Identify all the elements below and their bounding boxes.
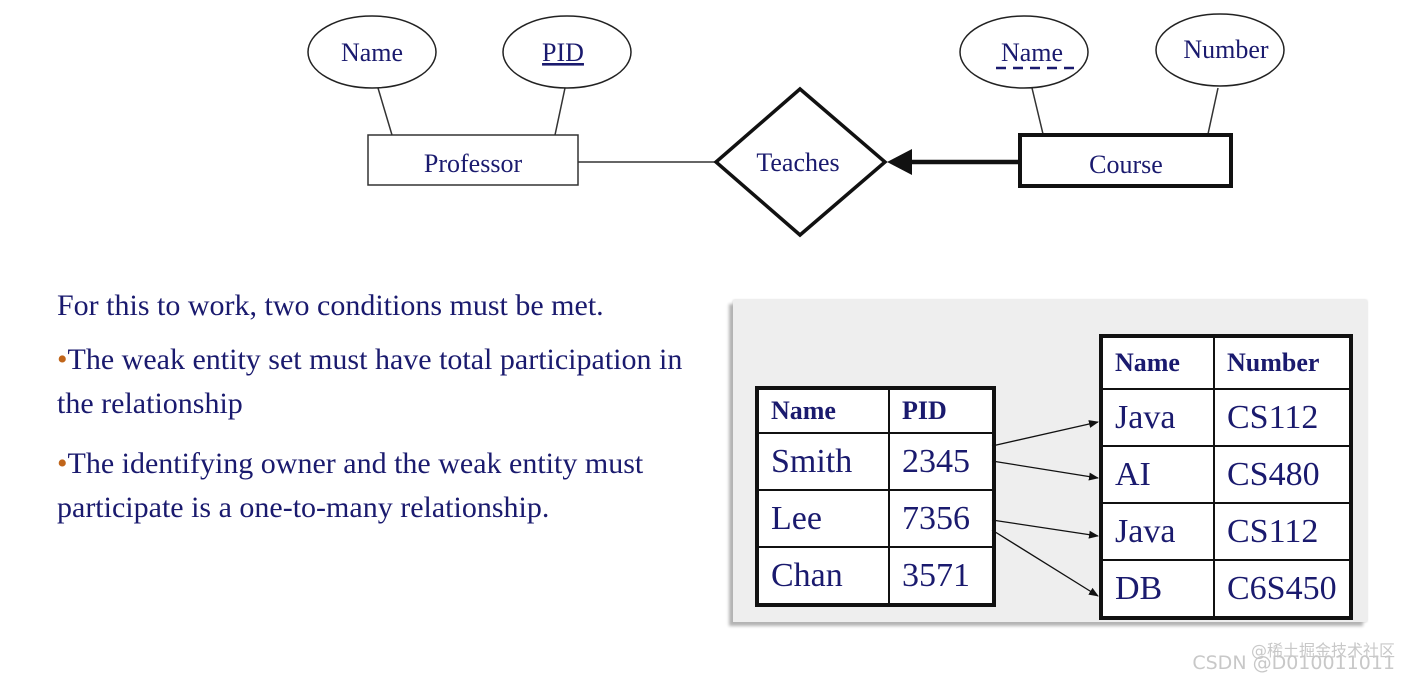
bullet-text: The identifying owner and the weak entit… bbox=[57, 447, 644, 524]
bullet-dot: • bbox=[57, 343, 68, 376]
table-cell: Chan bbox=[756, 546, 890, 606]
table-cell: Lee bbox=[756, 489, 890, 548]
entity-professor: Professor bbox=[367, 134, 579, 186]
attribute-professor-name: Name bbox=[307, 15, 437, 89]
table-cell: 3571 bbox=[888, 546, 995, 606]
column-header: Number bbox=[1213, 335, 1352, 390]
professor-name-link bbox=[377, 87, 393, 136]
course-number-link bbox=[1207, 87, 1219, 135]
pid-key-label: PID bbox=[542, 38, 584, 67]
watermark: CSDN @D010011011 bbox=[1192, 652, 1395, 674]
table-cell: CS112 bbox=[1213, 502, 1352, 561]
svg-text:Course: Course bbox=[1089, 150, 1163, 179]
er-diagram: Name PID Name Number Professor Teaches C… bbox=[307, 13, 1285, 238]
attribute-professor-pid: PID bbox=[502, 15, 632, 89]
table-header-row: Name PID bbox=[756, 387, 995, 434]
course-name-link bbox=[1031, 87, 1044, 135]
table-cell: AI bbox=[1100, 445, 1215, 504]
table-cell: Java bbox=[1100, 388, 1215, 447]
bullet-total-participation: •The weak entity set must have total par… bbox=[57, 338, 717, 426]
table-cell: 7356 bbox=[888, 489, 995, 548]
table-cell: Smith bbox=[756, 432, 890, 491]
table-cell: Java bbox=[1100, 502, 1215, 561]
svg-text:Name: Name bbox=[341, 38, 403, 67]
table-cell: CS480 bbox=[1213, 445, 1352, 504]
column-header: Name bbox=[1100, 335, 1215, 390]
table-row: AI CS480 bbox=[1100, 445, 1352, 504]
bullet-one-to-many: •The identifying owner and the weak enti… bbox=[57, 442, 717, 530]
partial-key-label: Name bbox=[1001, 38, 1063, 67]
svg-text:Teaches: Teaches bbox=[756, 148, 839, 177]
attribute-course-name: Name bbox=[959, 15, 1089, 89]
svg-text:Number: Number bbox=[1183, 35, 1269, 64]
table-header-row: Name Number bbox=[1100, 335, 1352, 390]
conditions-text: For this to work, two conditions must be… bbox=[57, 284, 717, 546]
table-row: Chan 3571 bbox=[756, 546, 995, 606]
attribute-course-number: Number bbox=[1155, 13, 1285, 87]
watermark: @稀土掘金技术社区 bbox=[1250, 641, 1395, 660]
column-header: Name bbox=[756, 387, 890, 434]
svg-text:Professor: Professor bbox=[424, 149, 523, 178]
entity-course: Course bbox=[1018, 133, 1233, 188]
table-row: Java CS112 bbox=[1100, 502, 1352, 561]
table-cell: DB bbox=[1100, 559, 1215, 619]
table-cell: C6S450 bbox=[1213, 559, 1352, 619]
professor-table: Name PID Smith 2345 Lee 7356 Chan 3571 bbox=[755, 386, 996, 607]
table-cell: CS112 bbox=[1213, 388, 1352, 447]
column-header: PID bbox=[888, 387, 995, 434]
table-row: DB C6S450 bbox=[1100, 559, 1352, 619]
table-row: Smith 2345 bbox=[756, 432, 995, 491]
table-cell: 2345 bbox=[888, 432, 995, 491]
bullet-text: The weak entity set must have total part… bbox=[57, 343, 683, 420]
relationship-teaches: Teaches bbox=[713, 86, 888, 238]
bullet-dot: • bbox=[57, 447, 68, 480]
table-row: Java CS112 bbox=[1100, 388, 1352, 447]
professor-pid-link bbox=[554, 87, 566, 136]
intro-text: For this to work, two conditions must be… bbox=[57, 289, 604, 322]
table-row: Lee 7356 bbox=[756, 489, 995, 548]
course-table: Name Number Java CS112 AI CS480 Java CS1… bbox=[1099, 334, 1353, 620]
arrowhead bbox=[887, 149, 912, 175]
